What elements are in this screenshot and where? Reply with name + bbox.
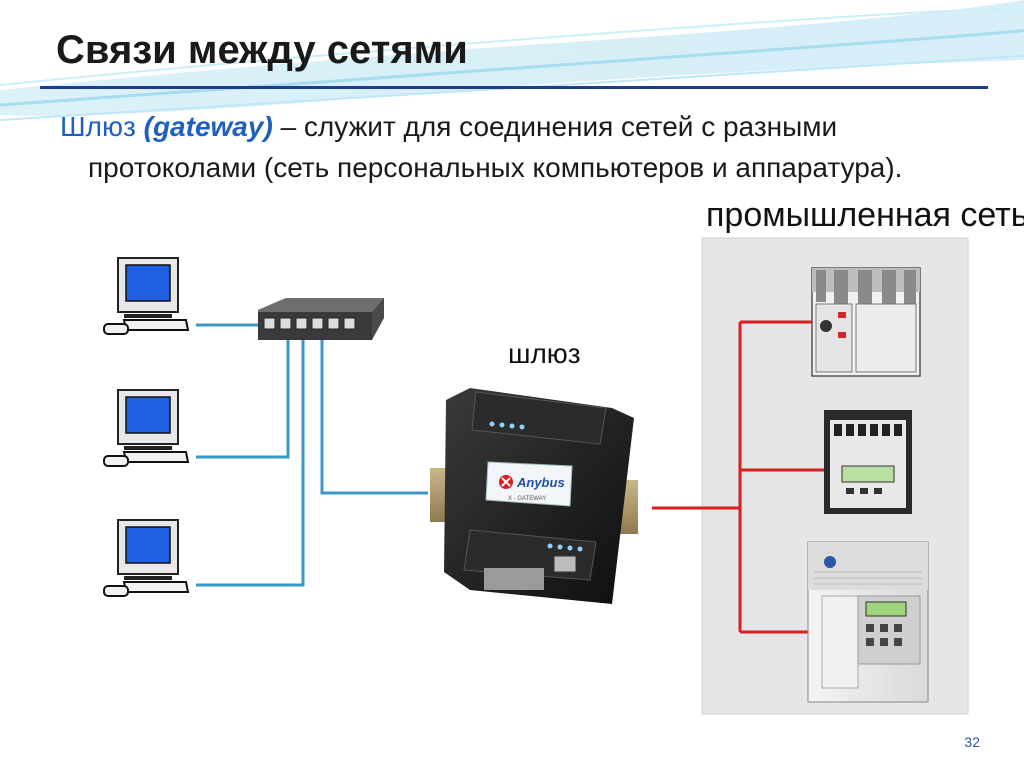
gateway-brand-text: Anybus bbox=[516, 475, 565, 490]
control-cabinet-icon bbox=[807, 541, 929, 703]
gateway-label: шлюз bbox=[508, 338, 581, 369]
computer-icon bbox=[103, 519, 190, 597]
computer-icon bbox=[103, 389, 190, 467]
computer-icon bbox=[103, 257, 190, 335]
gateway-model-text: X - GATEWAY bbox=[508, 496, 546, 502]
plc-module-icon bbox=[811, 267, 921, 377]
gateway-device-icon: Anybus X - GATEWAY bbox=[430, 388, 638, 604]
title-underline bbox=[40, 86, 988, 89]
definition-bullet: Шлюз (gateway) – служит для соединения с… bbox=[60, 106, 980, 188]
slide-title: Связи между сетями bbox=[56, 28, 468, 72]
page-number: 32 bbox=[964, 734, 980, 750]
term-gateway-ru: Шлюз bbox=[60, 111, 136, 142]
term-gateway-en: (gateway) bbox=[143, 111, 273, 142]
industrial-network-label: промышленная сеть bbox=[706, 196, 1024, 234]
ethernet-lines bbox=[196, 323, 428, 587]
definition-text: – служит для соединения сетей с разными … bbox=[88, 111, 903, 183]
drive-unit-icon bbox=[824, 410, 912, 514]
network-switch-icon bbox=[258, 298, 384, 340]
fieldbus-lines bbox=[652, 320, 824, 634]
